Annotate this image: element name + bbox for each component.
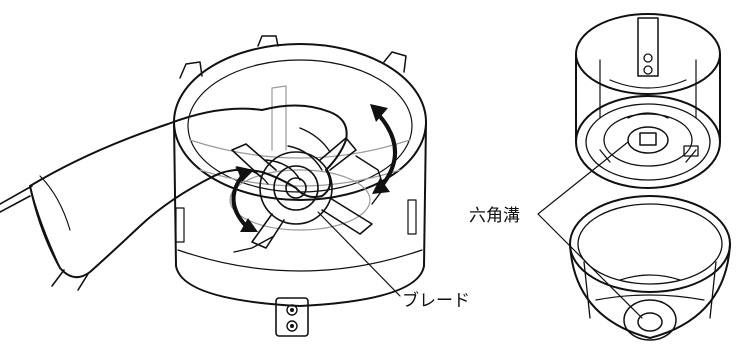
container-bottom-view xyxy=(575,13,721,189)
container-with-hand-illustration xyxy=(0,35,427,337)
hex-groove-callout: 六角溝 xyxy=(469,141,643,319)
hex-groove-label: 六角溝 xyxy=(469,206,520,226)
bowl-inner-view xyxy=(569,195,731,341)
rotation-arrows xyxy=(231,104,397,232)
bottom-button-panel xyxy=(275,297,309,337)
blade-leader-line xyxy=(317,211,401,297)
hand-illustration xyxy=(0,104,348,291)
blade-assembly xyxy=(231,137,385,253)
container-body xyxy=(173,35,427,307)
blade-label: ブレード xyxy=(402,290,470,311)
